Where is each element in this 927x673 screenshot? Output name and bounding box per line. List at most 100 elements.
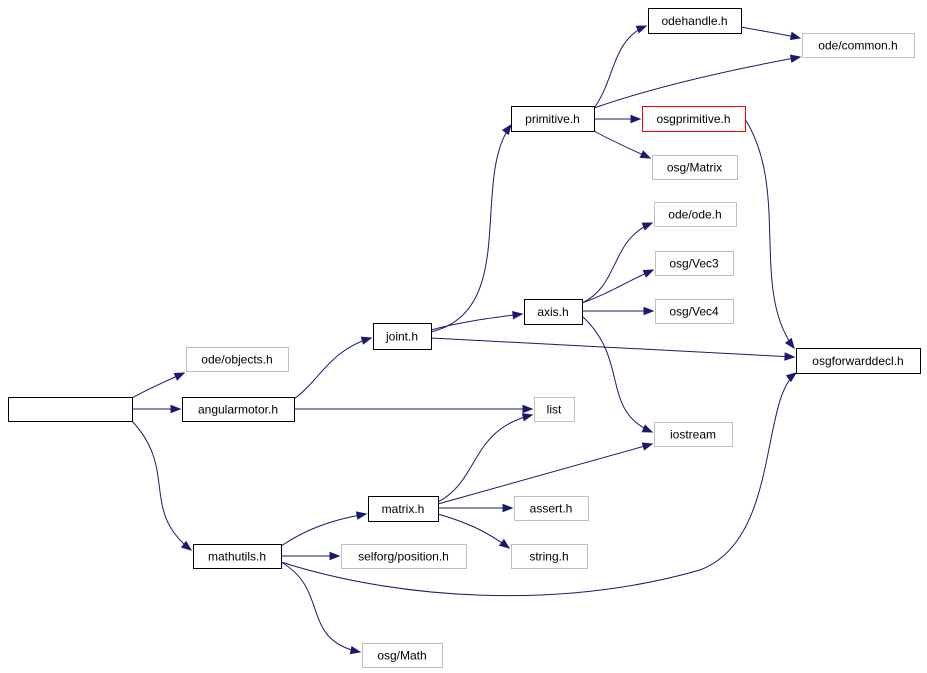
node-label: string.h: [529, 550, 568, 564]
node-box: [524, 299, 583, 325]
edge-arrowhead: [643, 306, 655, 316]
node-box: [796, 348, 921, 374]
edge-primitive_h-to-odehandle_h: [593, 25, 648, 109]
node-odehandle-h[interactable]: odehandle.h: [648, 8, 742, 34]
edge-joint_h-to-primitive_h: [430, 123, 512, 333]
edge-line: [293, 337, 372, 400]
node-joint-h[interactable]: joint.h: [373, 323, 432, 350]
edge-arrowhead: [521, 413, 534, 422]
edge-arrowhead: [502, 503, 514, 513]
node-box: [511, 544, 588, 569]
node-label: matrix.h: [382, 502, 425, 516]
node-box: [8, 397, 133, 422]
node-label: ode/common.h: [818, 39, 897, 53]
edge-arrowhead: [641, 424, 654, 433]
node-matrix-h[interactable]: matrix.h: [368, 496, 439, 522]
node-box: [648, 8, 742, 34]
node-box: [655, 251, 734, 276]
node-primitive-h[interactable]: primitive.h: [511, 106, 595, 132]
edge-arrowhead: [349, 645, 362, 655]
node-osgprimitive-h[interactable]: osgprimitive.h: [642, 106, 746, 132]
node-osg-matrix[interactable]: osg/Matrix: [652, 155, 738, 180]
node-label: angularmotor.h: [198, 403, 278, 417]
edge-arrowhead: [173, 372, 186, 381]
edge-matrix_h-to-assert_h: [438, 503, 514, 513]
node-list[interactable]: list: [534, 397, 575, 422]
edge-osgprimitive_h-to-osgforwarddecl_h: [744, 118, 795, 350]
node-osgforwarddecl-h[interactable]: osgforwarddecl.h: [796, 348, 921, 374]
edge-mathutils_h-to-osg_math: [280, 561, 362, 655]
edge-arrowhead: [512, 310, 524, 320]
node-box: [652, 155, 738, 180]
node-osg-vec3[interactable]: osg/Vec3: [655, 251, 734, 276]
edge-mathutils_h-to-selforg_position_h: [281, 551, 341, 561]
node-box: [368, 496, 439, 522]
node-ode-ode-h[interactable]: ode/ode.h: [654, 202, 737, 227]
edge-angularmotor_h-to-list: [294, 404, 534, 414]
node-label: joint.h: [385, 330, 418, 344]
edge-line: [430, 337, 795, 358]
node-axis-h[interactable]: axis.h: [524, 299, 583, 325]
node-label: selforg/position.h: [358, 550, 449, 564]
edge-angularmotor_cpp-to-ode_objects_h: [131, 372, 186, 399]
edge-arrowhead: [635, 25, 648, 34]
node-assert-h[interactable]: assert.h: [514, 496, 589, 521]
node-label: ode/ode.h: [668, 208, 721, 222]
node-box: [642, 106, 746, 132]
edge-line: [437, 513, 510, 549]
node-box: [182, 397, 295, 422]
node-string-h[interactable]: string.h: [511, 544, 588, 569]
edge-line: [131, 420, 192, 551]
edge-primitive_h-to-osg_matrix: [593, 130, 652, 159]
node-box: [193, 544, 282, 569]
node-ode-common-h[interactable]: ode/common.h: [802, 33, 915, 58]
edge-arrowhead: [784, 337, 795, 350]
edge-arrowhead: [642, 269, 655, 278]
edge-line: [430, 313, 523, 331]
node-osg-vec4[interactable]: osg/Vec4: [655, 299, 734, 324]
edge-line: [430, 124, 512, 333]
node-box: [534, 397, 575, 422]
node-box: [654, 202, 737, 227]
edge-mathutils_h-to-matrix_h: [280, 511, 368, 547]
edge-matrix_h-to-iostream: [437, 442, 654, 505]
edge-line: [581, 269, 654, 304]
node-angularmotor-h[interactable]: angularmotor.h: [182, 397, 295, 422]
node-box: [802, 33, 915, 58]
node-label: axis.h: [537, 305, 568, 319]
node-box: [514, 496, 589, 521]
edge-arrowhead: [641, 442, 654, 451]
edge-arrowhead: [170, 404, 182, 414]
node-label: osg/Vec3: [669, 257, 719, 271]
node-box: [186, 347, 289, 372]
node-label: ode/objects.h: [201, 353, 272, 367]
edge-line: [593, 56, 801, 109]
edge-line: [581, 222, 653, 304]
node-label: primitive.h: [525, 112, 580, 126]
node-label: angularmotor.cpp: [24, 403, 117, 417]
node-box: [655, 299, 734, 324]
edge-arrowhead: [789, 54, 802, 63]
node-mathutils-h[interactable]: mathutils.h: [193, 544, 282, 569]
edge-joint_h-to-osgforwarddecl_h: [430, 337, 796, 361]
node-ode-objects-h[interactable]: ode/objects.h: [186, 347, 289, 372]
edge-arrowhead: [180, 540, 193, 551]
edge-matrix_h-to-string_h: [437, 513, 511, 549]
node-box: [654, 422, 733, 447]
edge-primitive_h-to-osgprimitive_h: [594, 114, 642, 124]
node-label: osgforwarddecl.h: [812, 354, 903, 368]
edge-line: [280, 561, 361, 653]
edge-arrowhead: [785, 372, 798, 383]
edge-mathutils_h-to-osgforwarddecl_h: [280, 372, 798, 597]
edge-arrowhead: [329, 551, 341, 561]
edge-arrowhead: [639, 150, 652, 159]
node-selforg-position-h[interactable]: selforg/position.h: [341, 544, 467, 569]
edge-odehandle_h-to-ode_common_h: [740, 26, 802, 41]
edge-line: [581, 315, 653, 433]
node-label: osgprimitive.h: [656, 112, 730, 126]
edges-layer: [131, 25, 802, 655]
node-iostream[interactable]: iostream: [654, 422, 733, 447]
node-osg-math[interactable]: osg/Math: [362, 643, 443, 668]
node-label: osg/Matrix: [667, 161, 722, 175]
edge-primitive_h-to-ode_common_h: [593, 54, 802, 109]
